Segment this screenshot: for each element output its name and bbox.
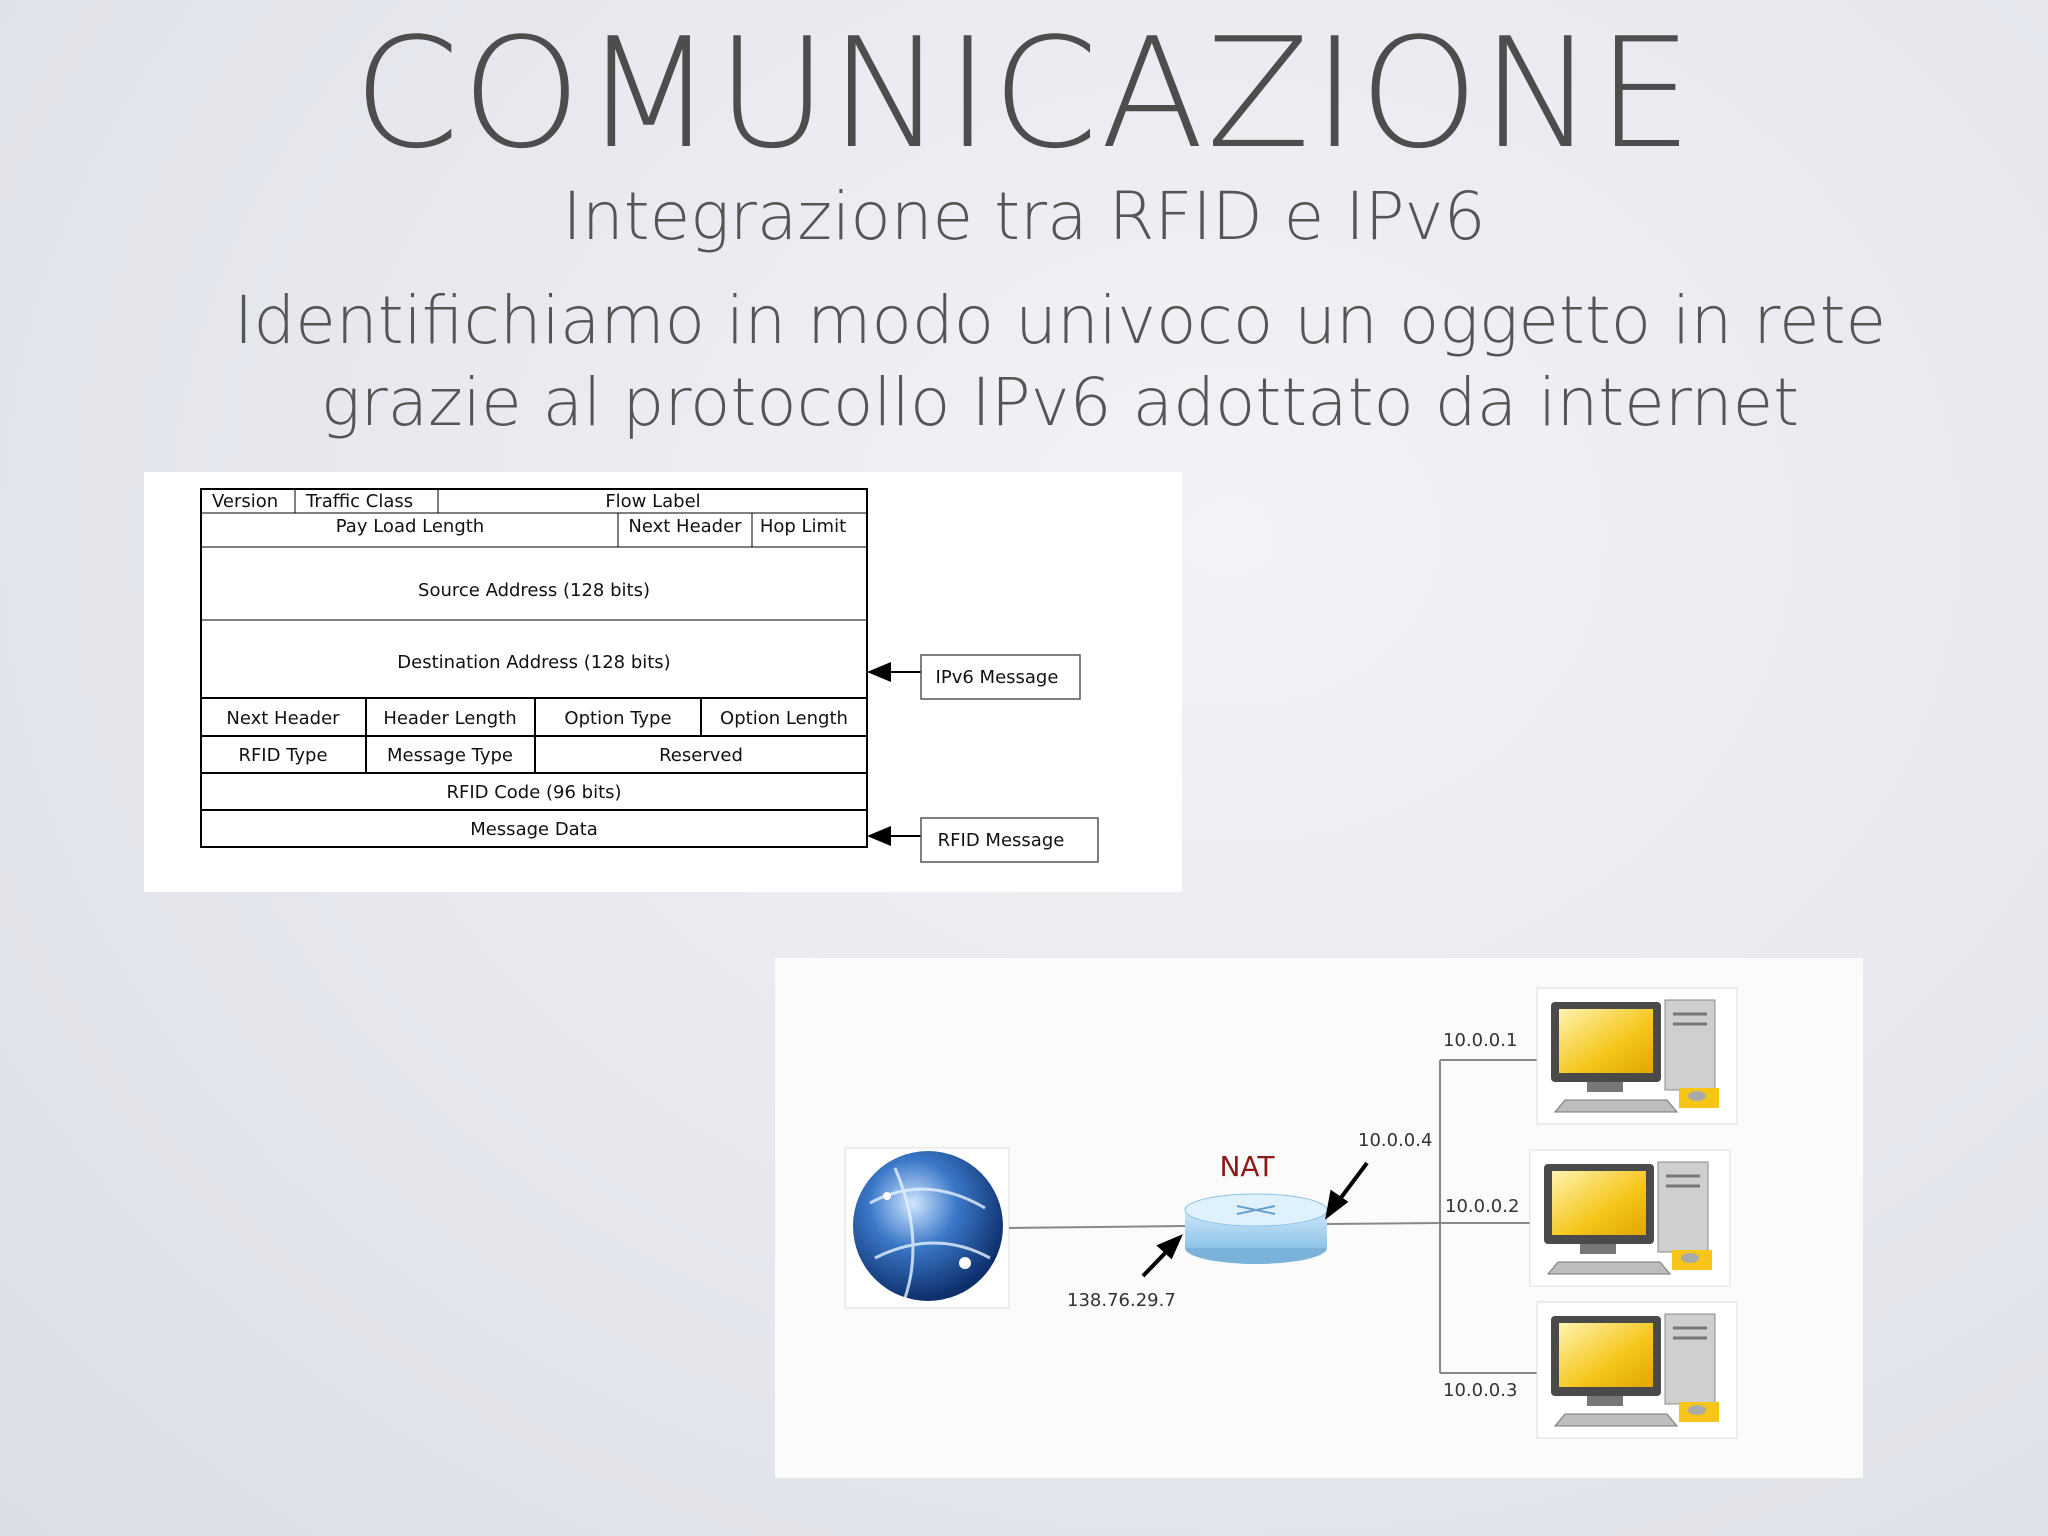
field-next-header: Next Header bbox=[628, 516, 742, 537]
field-header-length: Header Length bbox=[383, 708, 516, 729]
field-source-address: Source Address (128 bits) bbox=[418, 580, 650, 601]
field-reserved: Reserved bbox=[659, 745, 743, 766]
field-rfid-code: RFID Code (96 bits) bbox=[446, 782, 621, 803]
host-3-computer-icon bbox=[1536, 1301, 1738, 1439]
field-message-data: Message Data bbox=[470, 819, 598, 840]
slide-body-text: Identifichiamo in modo univoco un oggett… bbox=[233, 282, 1887, 441]
ipv6-message-box bbox=[920, 654, 1081, 700]
host-3-ip-label: 10.0.0.3 bbox=[1443, 1380, 1517, 1401]
slide-subtitle: Integrazione tra RFID e IPv6 bbox=[562, 178, 1486, 255]
nat-diagram-svg: NAT 138.76.29.7 10.0.0.4 10.0.0.1 10.0.0… bbox=[844, 987, 1738, 1439]
field-hop-limit: Hop Limit bbox=[760, 516, 846, 537]
field-traffic-class: Traffic Class bbox=[305, 491, 413, 512]
host-2-computer-icon bbox=[1529, 1149, 1731, 1287]
host-1-ip-label: 10.0.0.1 bbox=[1443, 1030, 1517, 1051]
rfid-message-label: RFID Message bbox=[938, 830, 1065, 851]
field-option-length: Option Length bbox=[720, 708, 848, 729]
field-payload-length: Pay Load Length bbox=[336, 516, 484, 537]
host-1-computer-icon bbox=[1536, 987, 1738, 1125]
ipv6-header-diagram: Version Traffic Class Flow Label Pay Loa… bbox=[144, 472, 1182, 892]
field-version: Version bbox=[212, 491, 278, 512]
nat-label: NAT bbox=[1219, 1150, 1275, 1183]
router-lan-ip-label: 10.0.0.4 bbox=[1358, 1130, 1432, 1151]
public-ip-label: 138.76.29.7 bbox=[1067, 1290, 1176, 1311]
nat-router-icon bbox=[1184, 1193, 1328, 1264]
field-flow-label: Flow Label bbox=[605, 491, 700, 512]
field-message-type: Message Type bbox=[387, 745, 513, 766]
field-rfid-type: RFID Type bbox=[238, 745, 327, 766]
field-destination-address: Destination Address (128 bits) bbox=[397, 652, 670, 673]
slide-title: COMUNICAZIONE bbox=[353, 5, 1695, 182]
rfid-message-box bbox=[920, 817, 1099, 863]
field-ext-next-header: Next Header bbox=[226, 708, 340, 729]
host-2-ip-label: 10.0.0.2 bbox=[1445, 1196, 1519, 1217]
ipv6-message-label: IPv6 Message bbox=[936, 667, 1059, 688]
nat-network-diagram: NAT 138.76.29.7 10.0.0.4 10.0.0.1 10.0.0… bbox=[775, 958, 1863, 1478]
field-option-type: Option Type bbox=[564, 708, 671, 729]
internet-globe-icon bbox=[844, 1147, 1010, 1309]
ipv6-header-svg: Version Traffic Class Flow Label Pay Loa… bbox=[200, 488, 1099, 863]
